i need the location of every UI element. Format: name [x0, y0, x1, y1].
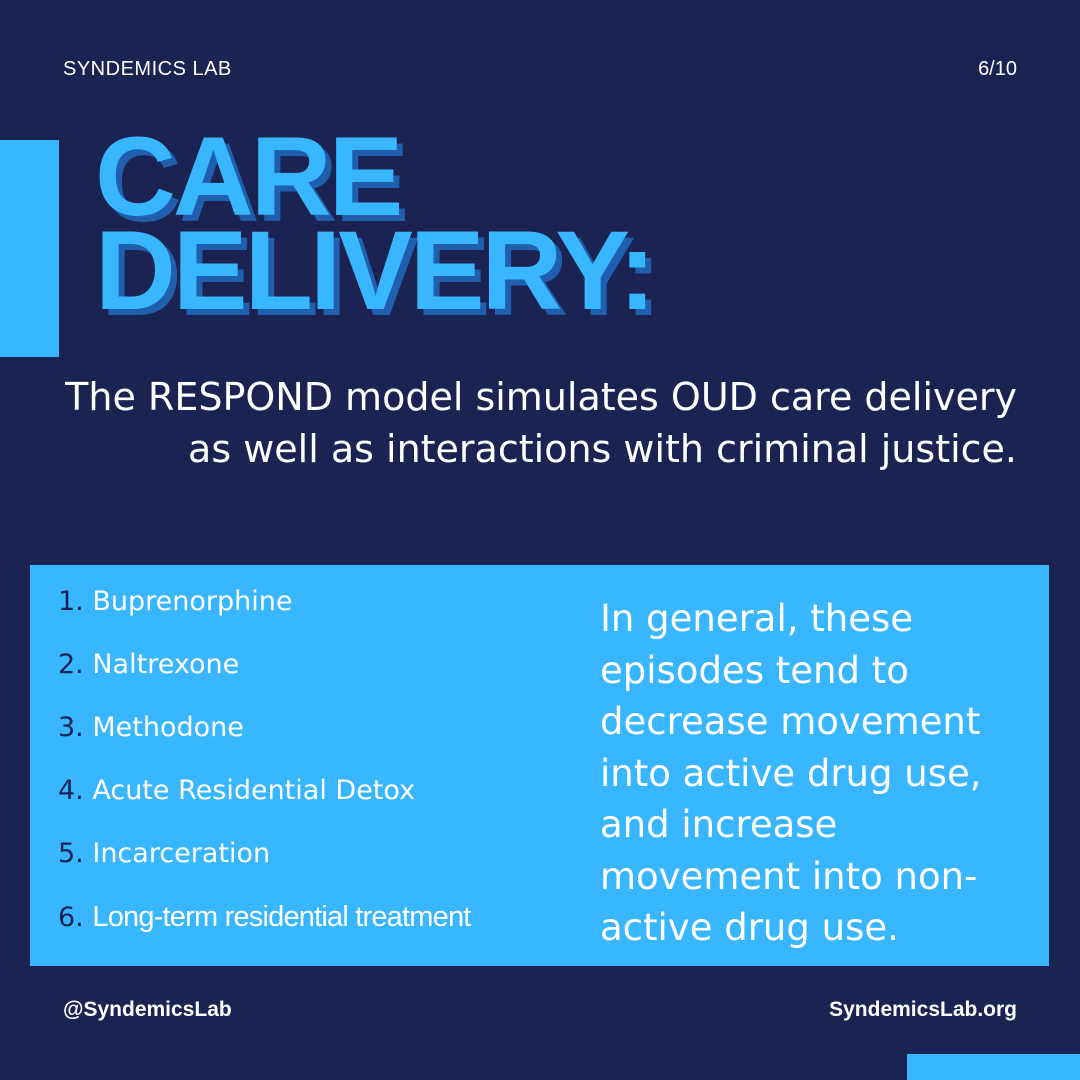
list-item-label: Buprenorphine [92, 586, 293, 617]
corner-accent-bar [907, 1054, 1080, 1080]
social-handle: @SyndemicsLab [63, 998, 232, 1021]
list-item-number: 1. [58, 586, 84, 617]
list-item-number: 3. [58, 712, 84, 743]
brand-label: SYNDEMICS LAB [63, 58, 232, 80]
title-line-2: DELIVERY: [95, 208, 656, 333]
title-line-1: CARE [95, 114, 403, 239]
list-item: 4. Acute Residential Detox [58, 769, 558, 832]
intro-text: The RESPOND model simulates OUD care del… [65, 375, 1017, 471]
page-indicator: 6/10 [978, 58, 1017, 80]
care-episode-list: 1. Buprenorphine 2. Naltrexone 3. Method… [58, 580, 558, 958]
list-item: 1. Buprenorphine [58, 580, 558, 643]
content-panel: 1. Buprenorphine 2. Naltrexone 3. Method… [30, 565, 1049, 966]
list-item: 5. Incarceration [58, 832, 558, 895]
summary-text: In general, these episodes tend to decre… [600, 597, 982, 949]
list-item-label: Naltrexone [92, 649, 240, 680]
list-item-number: 4. [58, 775, 84, 806]
list-item-label: Methodone [92, 712, 244, 743]
list-item: 6. Long-term residential treatment [58, 895, 558, 958]
list-item: 2. Naltrexone [58, 643, 558, 706]
page-title: CARE DELIVERY: [95, 114, 656, 333]
list-item-number: 6. [58, 902, 84, 933]
list-item-number: 2. [58, 649, 84, 680]
list-item-number: 5. [58, 838, 84, 869]
accent-bar [0, 140, 59, 357]
list-item-label: Long-term residential treatment [92, 901, 471, 933]
list-item-label: Incarceration [92, 838, 271, 869]
list-item: 3. Methodone [58, 706, 558, 769]
website-label: SyndemicsLab.org [829, 998, 1017, 1021]
list-item-label: Acute Residential Detox [92, 775, 416, 806]
